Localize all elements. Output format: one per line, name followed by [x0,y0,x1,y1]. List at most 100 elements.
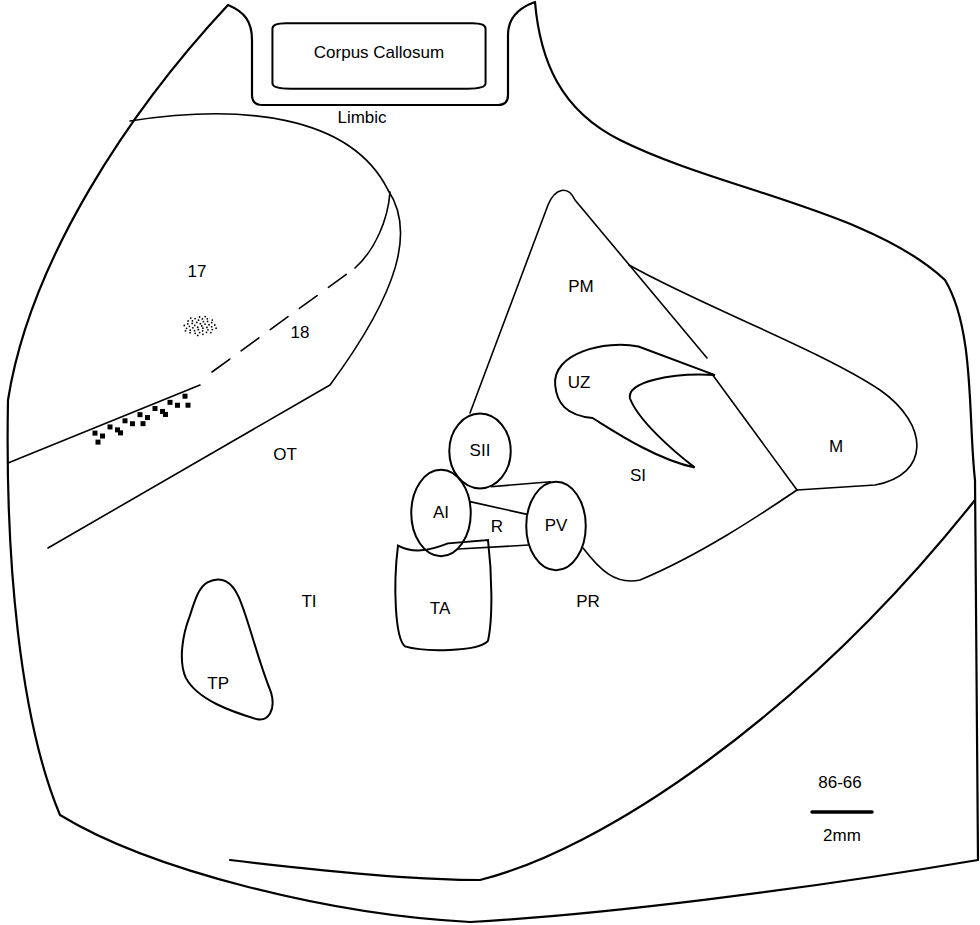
label-stipple [207,320,209,322]
label-stipple [199,316,201,318]
area-boundary-line [470,502,527,515]
area-outline: AI [410,468,472,558]
si-pr-boundary [583,490,797,581]
label-stipple [201,325,203,327]
label-square [175,403,180,408]
area-label: R [489,518,505,537]
case-number: 86-66 [816,774,863,793]
label-markers [93,316,217,445]
label-square [163,412,168,417]
label-stipple [202,327,204,329]
area-shape [545,340,715,470]
label-stipple [196,321,198,323]
area-name: Corpus Callosum [314,43,444,62]
label-stipple [194,332,196,334]
area-border [526,482,586,570]
area-shape [393,540,493,652]
area-label: M [827,438,845,457]
label-stipple [194,318,196,320]
label-stipple [197,326,199,328]
area-number: 18 [289,324,312,343]
label-stipple [206,331,208,333]
area-18-outer-boundary [48,190,401,548]
label-stipple [192,327,194,329]
label-stipple [189,329,191,331]
label-stipple [185,330,187,332]
pm-boundary [470,190,707,413]
label-stipple [190,317,192,319]
label-stipple [214,324,216,326]
label-square [118,430,123,435]
area-17-18-boundary-dashed [212,268,355,372]
label-stipple [197,329,199,331]
area-boundary-line [458,545,529,549]
label-stipple [206,318,208,320]
label-square [96,440,101,445]
label-stipple [189,325,191,327]
m-upper-boundary [629,265,917,490]
area-label: TI [299,593,318,612]
label-stipple [202,333,204,335]
label-stipple [202,330,204,332]
label-square [123,418,128,423]
scale-bar [812,810,872,814]
cortex-fold-line [230,500,975,880]
label-stipple [186,327,188,329]
label-stipple [199,323,201,325]
area-name: TA [430,600,450,619]
cortex-outline [8,2,978,922]
area-17-18-boundary [355,192,390,268]
area-outline: TA [393,540,493,652]
label-square [138,412,143,417]
label-stipple [202,318,204,320]
label-stipple [183,325,185,327]
area-name: AI [433,504,449,523]
label-square [145,415,150,420]
label-square [100,434,105,439]
label-stipple [189,332,191,334]
label-square [130,421,135,426]
label-stipple [203,321,205,323]
label-stipple [210,332,212,334]
area-outline: PV [525,480,587,572]
area-outline: UZ [545,340,715,470]
area-label: PM [566,278,596,297]
label-stipple [207,329,209,331]
label-stipple [211,322,213,324]
area-border [272,23,485,88]
label-stipple [187,320,189,322]
label-stipple [197,334,199,336]
area-label: OT [271,446,299,465]
area-border [182,579,273,719]
area-name: PV [545,517,568,536]
label-stipple [204,323,206,325]
scale-label: 2mm [821,827,863,846]
label-square [186,403,191,408]
label-square [153,406,158,411]
area-label: Limbic [335,109,388,128]
label-square [93,431,98,436]
label-stipple [194,325,196,327]
area-border [411,470,471,556]
label-stipple [204,316,206,318]
label-square [183,394,188,399]
area-border [555,345,715,468]
area-name: SII [470,442,491,461]
label-stipple [198,319,200,321]
label-square [168,400,173,405]
area-17-18-boundary [8,385,200,463]
corpus-callosum-box: Corpus Callosum [268,22,490,90]
label-stipple [211,329,213,331]
area-name: UZ [568,374,591,393]
label-stipple [194,330,196,332]
label-square [141,421,146,426]
label-stipple [211,326,213,328]
area-border [395,540,491,650]
area-number: 17 [186,263,209,282]
label-stipple [199,332,201,334]
label-stipple [192,320,194,322]
area-name: TP [207,674,229,693]
label-stipple [208,324,210,326]
